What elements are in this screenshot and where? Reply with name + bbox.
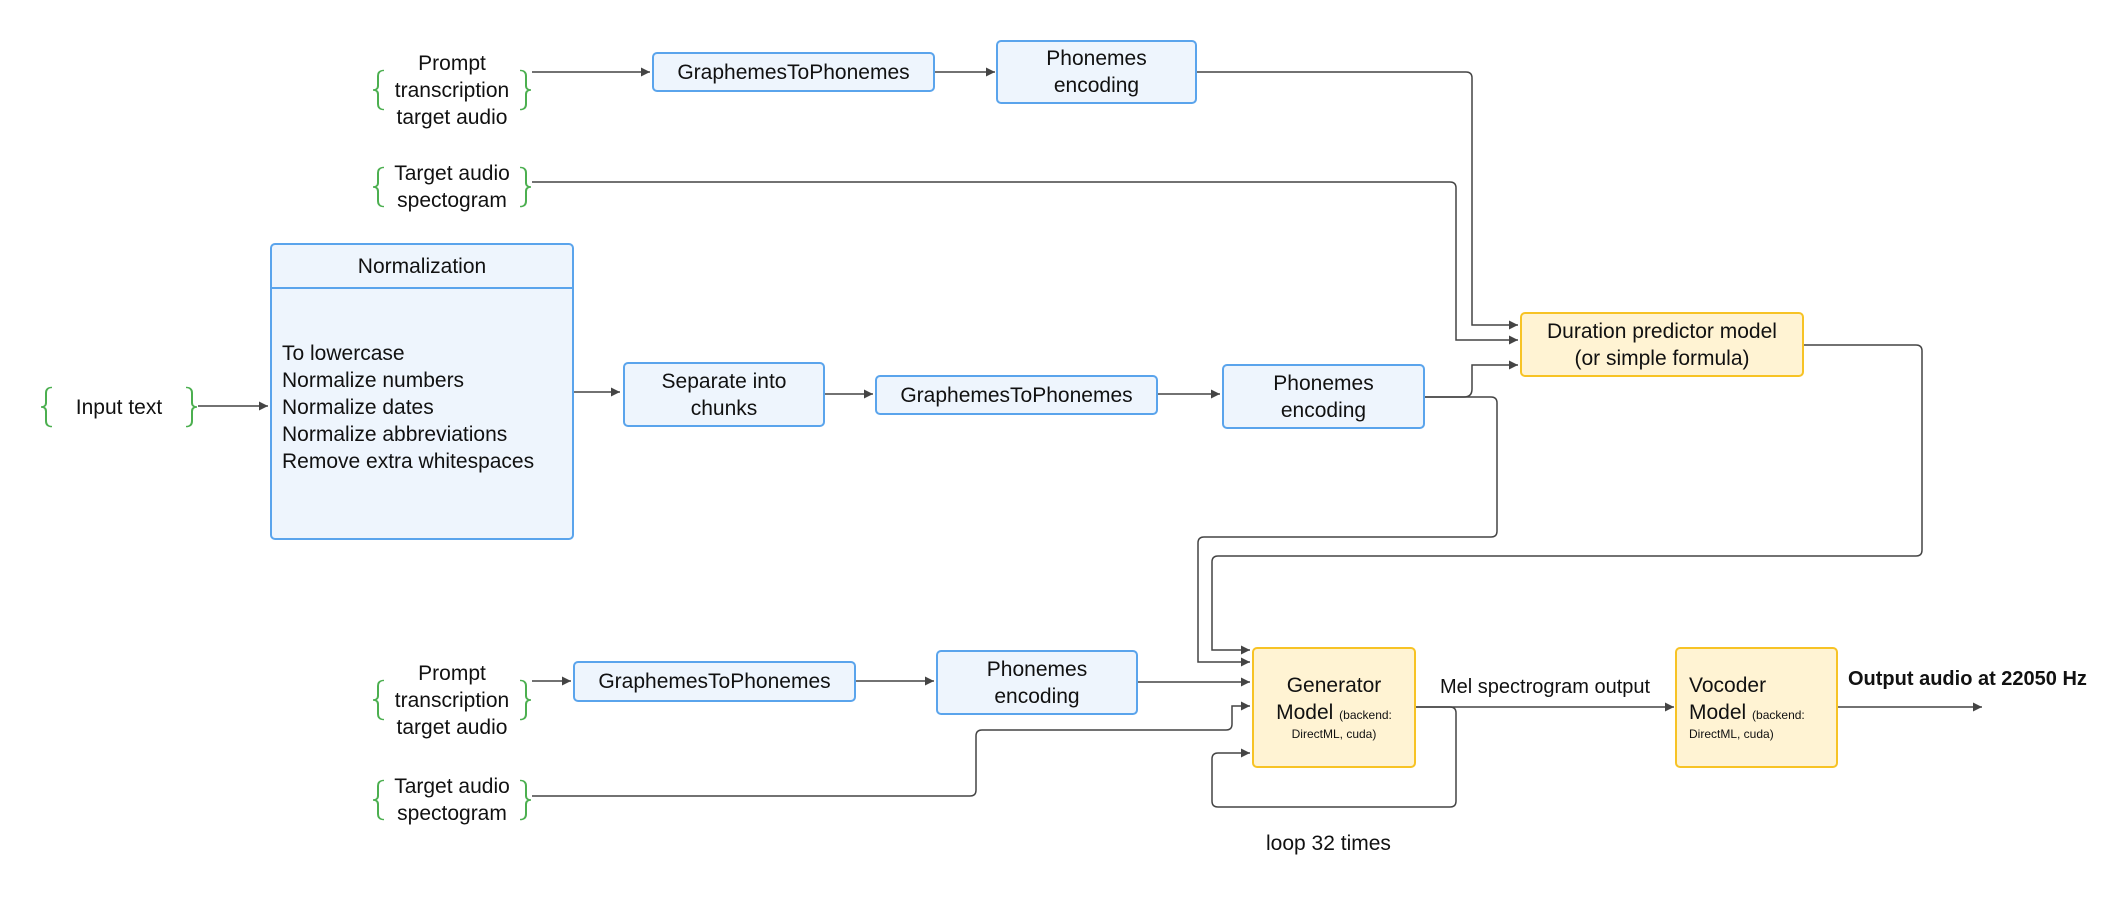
- node-label-line: encoding: [1053, 74, 1140, 97]
- wire-spectro-bottom-to-generator: [532, 701, 1250, 797]
- wire-enc-mid-to-duration: [1425, 360, 1518, 398]
- input-label-line: Prompt: [418, 661, 486, 685]
- input-label-line: Target audio: [394, 162, 510, 185]
- left-brace-icon: [372, 166, 385, 208]
- normalization-node[interactable]: Normalization To lowercase Normalize num…: [270, 243, 574, 540]
- node-label-line: Phonemes: [1273, 371, 1374, 395]
- input-label-line: Input text: [75, 395, 163, 419]
- node-label-line: Phonemes: [986, 657, 1088, 681]
- input-label-line: transcription: [394, 688, 510, 712]
- vocoder-model-node[interactable]: Vocoder Model (backend: DirectML, cuda): [1675, 647, 1838, 768]
- left-brace-icon: [372, 779, 385, 821]
- g2p-mid-node[interactable]: GraphemesToPhonemes: [875, 375, 1158, 415]
- wire-duration-to-generator: [1211, 344, 1923, 655]
- phonemes-encoding-top-node[interactable]: Phonemes encoding: [996, 40, 1197, 104]
- separate-chunks-node[interactable]: Separate into chunks: [623, 362, 825, 427]
- node-label-line: Model (backend:: [1689, 699, 1805, 726]
- backend-note: (backend:: [1339, 708, 1392, 722]
- node-label: GraphemesToPhonemes: [900, 383, 1133, 407]
- node-label-line: encoding: [994, 684, 1080, 708]
- input-spectrogram-bottom: Target audio spectogram: [372, 770, 532, 830]
- normalization-step: Normalize dates: [282, 396, 434, 419]
- input-label-line: target audio: [396, 715, 508, 739]
- wire-spectro-top-to-duration: [532, 181, 1518, 345]
- phonemes-encoding-bottom-node[interactable]: Phonemes encoding: [936, 650, 1138, 715]
- loop-label: loop 32 times: [1266, 832, 1391, 855]
- node-label-line: encoding: [1280, 398, 1367, 422]
- node-label-line: Vocoder: [1689, 674, 1767, 697]
- wire-enc-mid-to-generator: [1197, 396, 1498, 667]
- input-prompt-bottom: Prompt transcription target audio: [372, 656, 532, 744]
- right-brace-icon: [519, 69, 532, 111]
- node-label-model: Model: [1689, 701, 1747, 724]
- input-prompt-top: Prompt transcription target audio: [372, 46, 532, 134]
- node-label: GraphemesToPhonemes: [598, 670, 831, 693]
- node-label-line: Model (backend:: [1276, 699, 1392, 726]
- mel-spectrogram-label: Mel spectrogram output: [1440, 676, 1651, 698]
- normalization-step: Normalize numbers: [282, 369, 465, 392]
- node-label-line: Generator: [1286, 674, 1382, 697]
- backend-note-line: DirectML, cuda): [1291, 727, 1377, 741]
- normalization-step: To lowercase: [282, 342, 405, 365]
- normalization-title: Normalization: [272, 245, 572, 289]
- node-label-line: chunks: [690, 396, 758, 420]
- node-label-line: (or simple formula): [1574, 346, 1750, 370]
- input-label-line: spectogram: [397, 802, 507, 825]
- duration-predictor-node[interactable]: Duration predictor model (or simple form…: [1520, 312, 1804, 377]
- normalization-steps: To lowercase Normalize numbers Normalize…: [282, 340, 534, 475]
- phonemes-encoding-mid-node[interactable]: Phonemes encoding: [1222, 364, 1425, 429]
- left-brace-icon: [372, 679, 385, 721]
- input-label-line: transcription: [394, 78, 510, 102]
- wire-loop-back: [1211, 706, 1457, 808]
- normalization-step: Normalize abbreviations: [282, 423, 508, 446]
- input-text: Input text: [40, 386, 198, 428]
- wire-enc-top-to-duration: [1197, 71, 1518, 330]
- g2p-top-node[interactable]: GraphemesToPhonemes: [652, 52, 935, 92]
- right-brace-icon: [519, 679, 532, 721]
- node-label-model: Model: [1276, 701, 1334, 724]
- node-label-line: Phonemes: [1046, 47, 1147, 70]
- g2p-bottom-node[interactable]: GraphemesToPhonemes: [573, 661, 856, 702]
- input-label-line: Prompt: [418, 51, 486, 75]
- right-brace-icon: [519, 166, 532, 208]
- backend-note-line: DirectML, cuda): [1689, 727, 1774, 741]
- input-label-line: Target audio: [394, 775, 510, 798]
- generator-model-node[interactable]: Generator Model (backend: DirectML, cuda…: [1252, 647, 1416, 768]
- node-label-line: Duration predictor model: [1547, 319, 1777, 343]
- input-label-line: spectogram: [397, 189, 507, 212]
- normalization-step: Remove extra whitespaces: [282, 450, 535, 473]
- backend-note: (backend:: [1752, 708, 1805, 722]
- left-brace-icon: [40, 386, 53, 428]
- output-audio-label: Output audio at 22050 Hz: [1848, 668, 2087, 690]
- left-brace-icon: [372, 69, 385, 111]
- right-brace-icon: [519, 779, 532, 821]
- input-spectrogram-top: Target audio spectogram: [372, 157, 532, 217]
- node-label-line: Separate into: [661, 369, 787, 393]
- node-label: GraphemesToPhonemes: [677, 60, 910, 84]
- input-label-line: target audio: [396, 105, 508, 129]
- right-brace-icon: [185, 386, 198, 428]
